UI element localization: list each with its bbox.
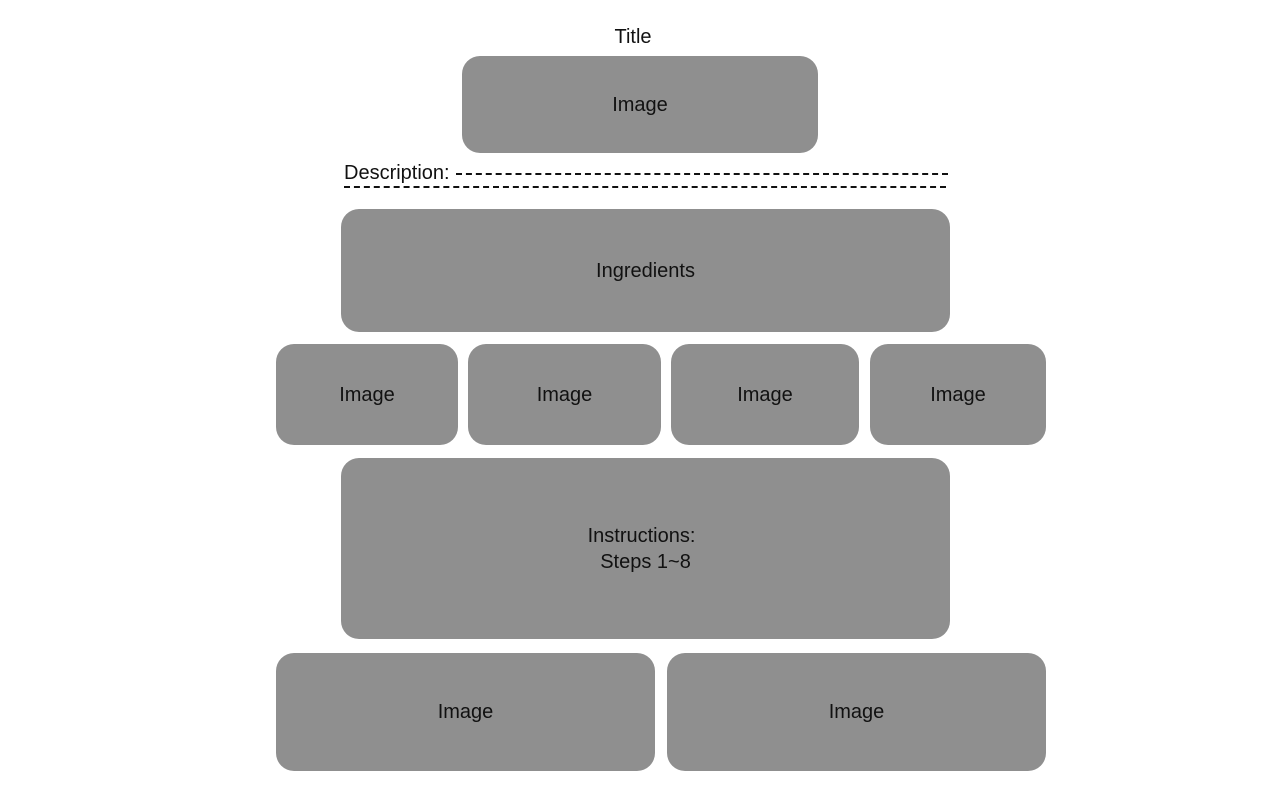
instructions-steps: Steps 1~8 <box>600 550 691 573</box>
bottom-image-label: Image <box>437 701 494 723</box>
bottom-image-left: Image <box>276 653 655 771</box>
ingredient-image-label: Image <box>339 383 395 406</box>
ingredient-image-label: Image <box>737 383 793 406</box>
ingredient-image-3: Image <box>671 344 859 445</box>
description-placeholder-line-1 <box>455 173 948 175</box>
ingredients-panel: Ingredients <box>341 209 950 332</box>
instructions-label: Instructions: <box>587 524 696 547</box>
hero-image-label: Image <box>612 93 668 116</box>
bottom-image-label: Image <box>828 701 885 723</box>
ingredient-image-1: Image <box>276 344 458 445</box>
description-section: Description: <box>344 160 948 186</box>
hero-image-placeholder: Image <box>462 56 818 153</box>
ingredient-image-4: Image <box>870 344 1046 445</box>
ingredients-label: Ingredients <box>596 259 695 282</box>
description-label: Description: <box>344 162 450 184</box>
description-placeholder-line-2 <box>344 186 946 188</box>
instructions-panel: Instructions: Steps 1~8 <box>341 458 950 639</box>
ingredient-image-2: Image <box>468 344 661 445</box>
ingredient-image-label: Image <box>536 383 593 406</box>
page-title: Title <box>614 26 652 48</box>
ingredient-image-label: Image <box>930 383 986 406</box>
bottom-image-right: Image <box>667 653 1046 771</box>
